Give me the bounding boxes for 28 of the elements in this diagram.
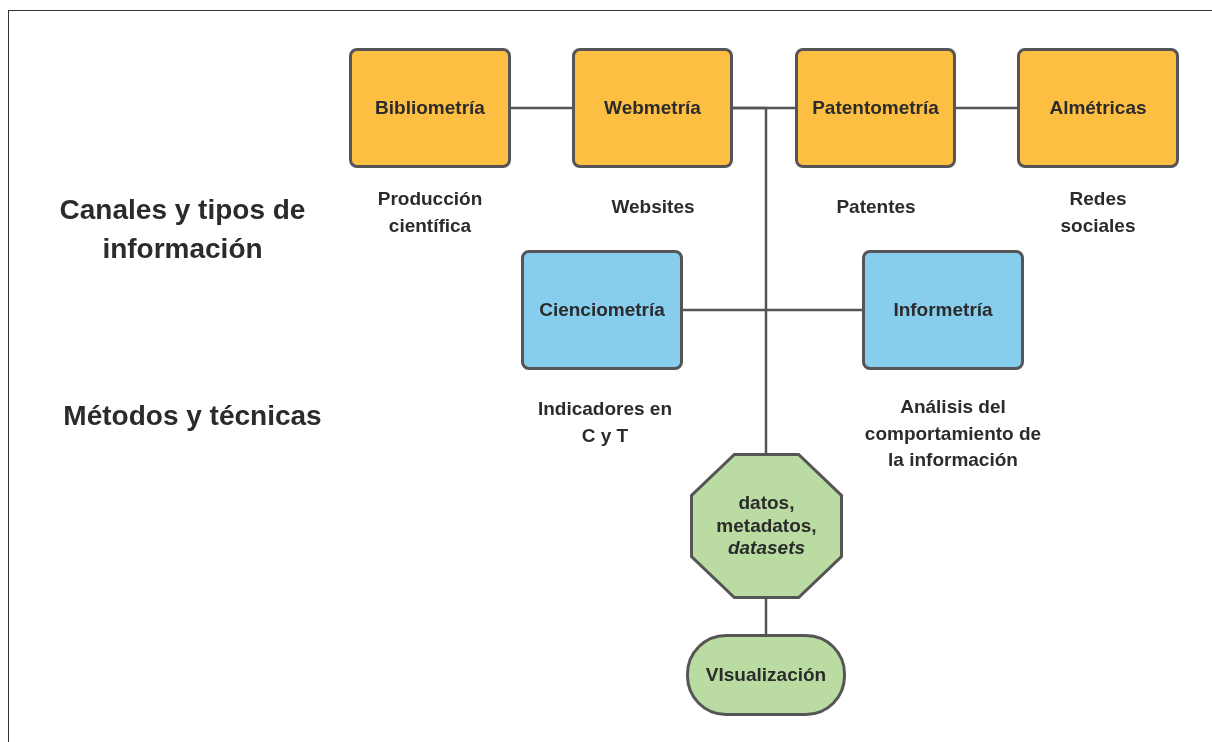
node-label: Webmetría — [603, 96, 702, 120]
octagon-node — [690, 453, 843, 599]
node-label: Almétricas — [1048, 96, 1148, 120]
connector-line — [683, 308, 862, 312]
connector-line — [764, 599, 768, 634]
node-label: Bibliometría — [374, 96, 486, 120]
node-label: Cienciometría — [538, 298, 666, 322]
process-box — [1017, 48, 1179, 168]
node-caption: Análisis del comportamiento de la información — [863, 395, 1043, 473]
node-label: Patentometría — [811, 96, 940, 120]
node-caption: Websites — [610, 195, 696, 219]
connector-line — [956, 106, 1017, 110]
row-heading: Métodos y técnicas — [62, 399, 323, 433]
process-box — [521, 250, 683, 370]
node-label: VIsualización — [704, 663, 828, 687]
process-box — [572, 48, 733, 168]
row-heading: Canales y tipos de información — [58, 193, 307, 267]
connector-line — [511, 106, 572, 110]
node-label: datos, metadatos, datasets — [715, 491, 818, 561]
connector-line — [733, 106, 768, 453]
process-box — [349, 48, 511, 168]
node-caption: Patentes — [835, 195, 917, 219]
node-caption: Producción científica — [376, 187, 484, 238]
node-caption: Redes sociales — [1059, 187, 1137, 238]
process-box — [862, 250, 1024, 370]
node-label: Informetría — [892, 298, 994, 322]
node-caption: Indicadores en C y T — [536, 397, 674, 448]
process-box — [795, 48, 956, 168]
